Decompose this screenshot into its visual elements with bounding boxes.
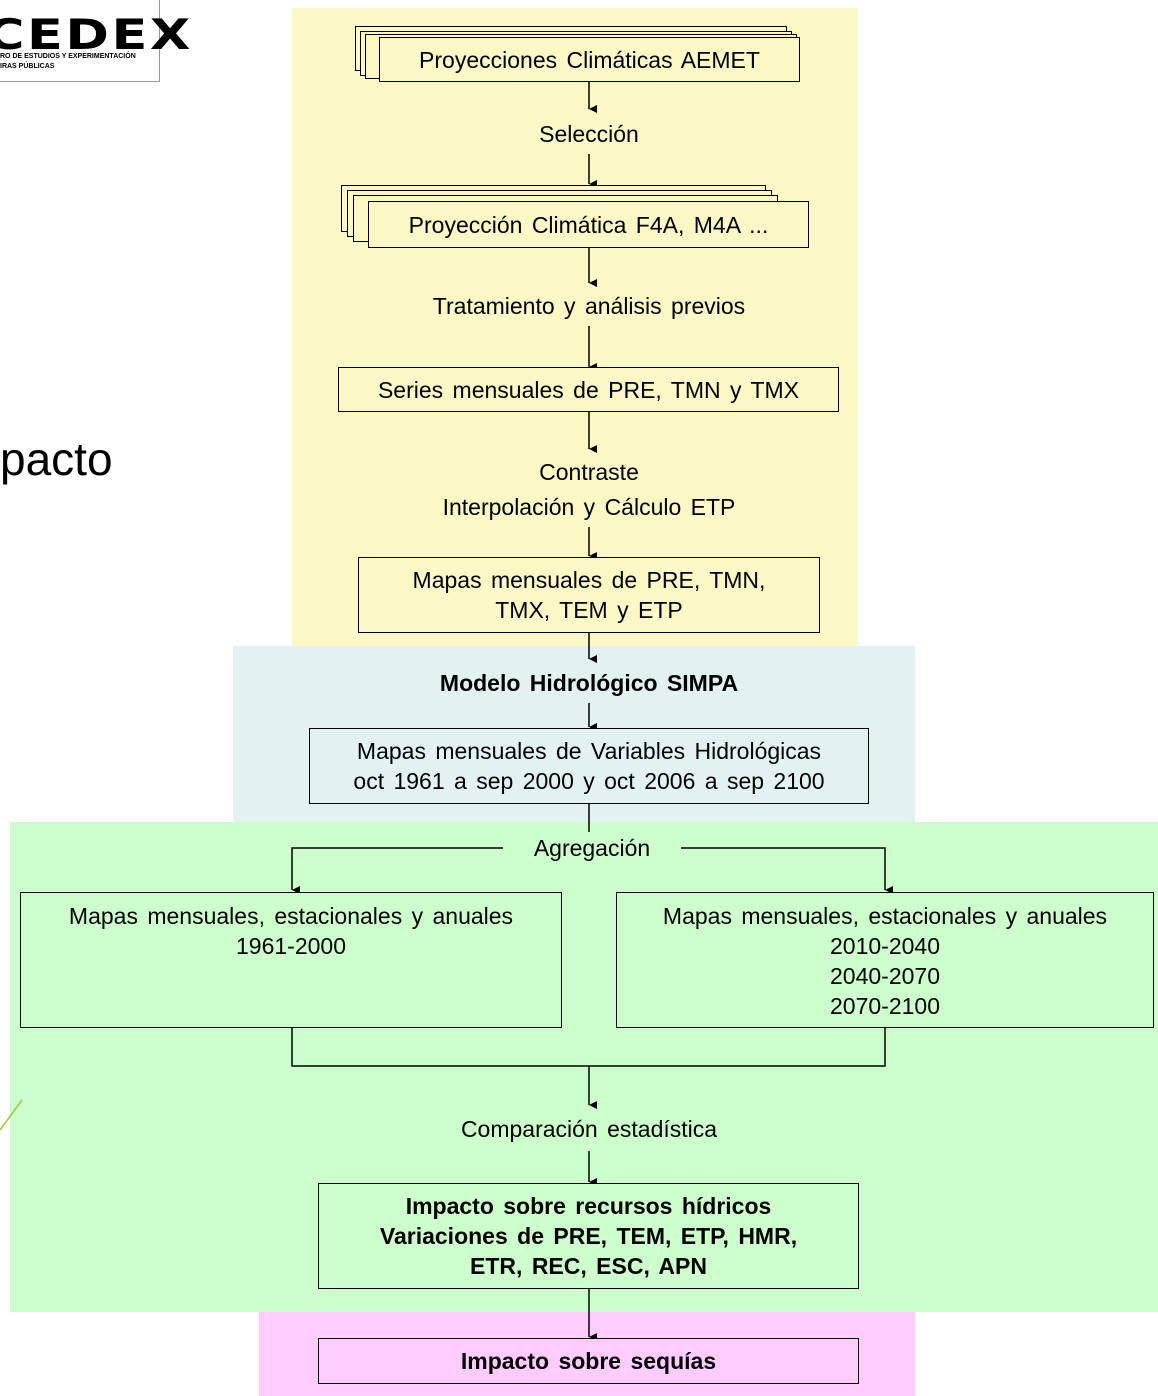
- box-mapas-2010-2100: Mapas mensuales, estacionales y anuales …: [616, 892, 1154, 1028]
- box-series-mensuales-label: Series mensuales de PRE, TMN y TMX: [377, 376, 800, 403]
- label-interpolacion: Interpolación y Cálculo ETP: [442, 494, 736, 520]
- label-tratamiento: Tratamiento y análisis previos: [432, 293, 746, 319]
- box-proyeccion-f4a-label: Proyección Climática F4A, M4A ...: [408, 211, 769, 238]
- section-climate-projections: [292, 8, 858, 648]
- box-left-line1: Mapas mensuales, estacionales y anuales: [68, 903, 514, 929]
- label-modelo-simpa: Modelo Hidrológico SIMPA: [439, 670, 739, 696]
- box-impacto-sequias-label: Impacto sobre sequías: [460, 1348, 717, 1374]
- box-right-line2: 2010-2040: [830, 933, 940, 959]
- box-series-mensuales: Series mensuales de PRE, TMN y TMX: [338, 367, 839, 412]
- box-impacto-sequias: Impacto sobre sequías: [318, 1338, 859, 1384]
- box-impacto-line2: Variaciones de PRE, TEM, ETP, HMR,: [379, 1223, 798, 1249]
- box-mapas-1961-2000: Mapas mensuales, estacionales y anuales …: [20, 892, 562, 1028]
- box-mapas-pre-line2: TMX, TEM y ETP: [495, 597, 683, 623]
- merge-line: [291, 1028, 886, 1067]
- box-right-line3: 2040-2070: [830, 963, 940, 989]
- branch-right: [681, 847, 893, 894]
- box-proyecciones-aemet: Proyecciones Climáticas AEMET: [379, 37, 800, 82]
- logo-subtitle-1: RO DE ESTUDIOS Y EXPERIMENTACIÓN: [0, 53, 136, 60]
- box-impacto-recursos: Impacto sobre recursos hídricos Variacio…: [318, 1183, 859, 1289]
- box-left-line2: 1961-2000: [236, 933, 346, 959]
- label-agregacion: Agregación: [533, 835, 651, 861]
- label-contraste: Contraste: [539, 459, 639, 485]
- box-impacto-line1: Impacto sobre recursos hídricos: [405, 1193, 772, 1219]
- cedex-logo: CEDEX RO DE ESTUDIOS Y EXPERIMENTACIÓN I…: [0, 0, 190, 82]
- box-mapas-hidrologicas-line2: oct 1961 a sep 2000 y oct 2006 a sep 210…: [353, 768, 825, 794]
- label-seleccion: Selección: [539, 121, 639, 147]
- branch-left: [291, 847, 503, 894]
- side-title-fragment: pacto: [0, 433, 113, 485]
- box-mapas-hidrologicas: Mapas mensuales de Variables Hidrológica…: [309, 728, 869, 804]
- box-right-line1: Mapas mensuales, estacionales y anuales: [662, 903, 1108, 929]
- box-mapas-hidrologicas-line1: Mapas mensuales de Variables Hidrológica…: [356, 738, 822, 764]
- label-comparacion: Comparación estadística: [460, 1116, 718, 1142]
- decorative-diagonal: [0, 1099, 23, 1131]
- box-right-line4: 2070-2100: [830, 993, 940, 1019]
- box-mapas-pre-line1: Mapas mensuales de PRE, TMN,: [412, 567, 766, 593]
- box-mapas-pre: Mapas mensuales de PRE, TMN, TMX, TEM y …: [358, 557, 820, 633]
- box-proyeccion-f4a: Proyección Climática F4A, M4A ...: [368, 201, 809, 248]
- box-proyecciones-aemet-label: Proyecciones Climáticas AEMET: [419, 46, 760, 73]
- logo-wordmark: CEDEX: [0, 10, 193, 59]
- box-impacto-line3: ETR, REC, ESC, APN: [470, 1253, 707, 1279]
- logo-subtitle-2: IRAS PÚBLICAS: [0, 63, 55, 70]
